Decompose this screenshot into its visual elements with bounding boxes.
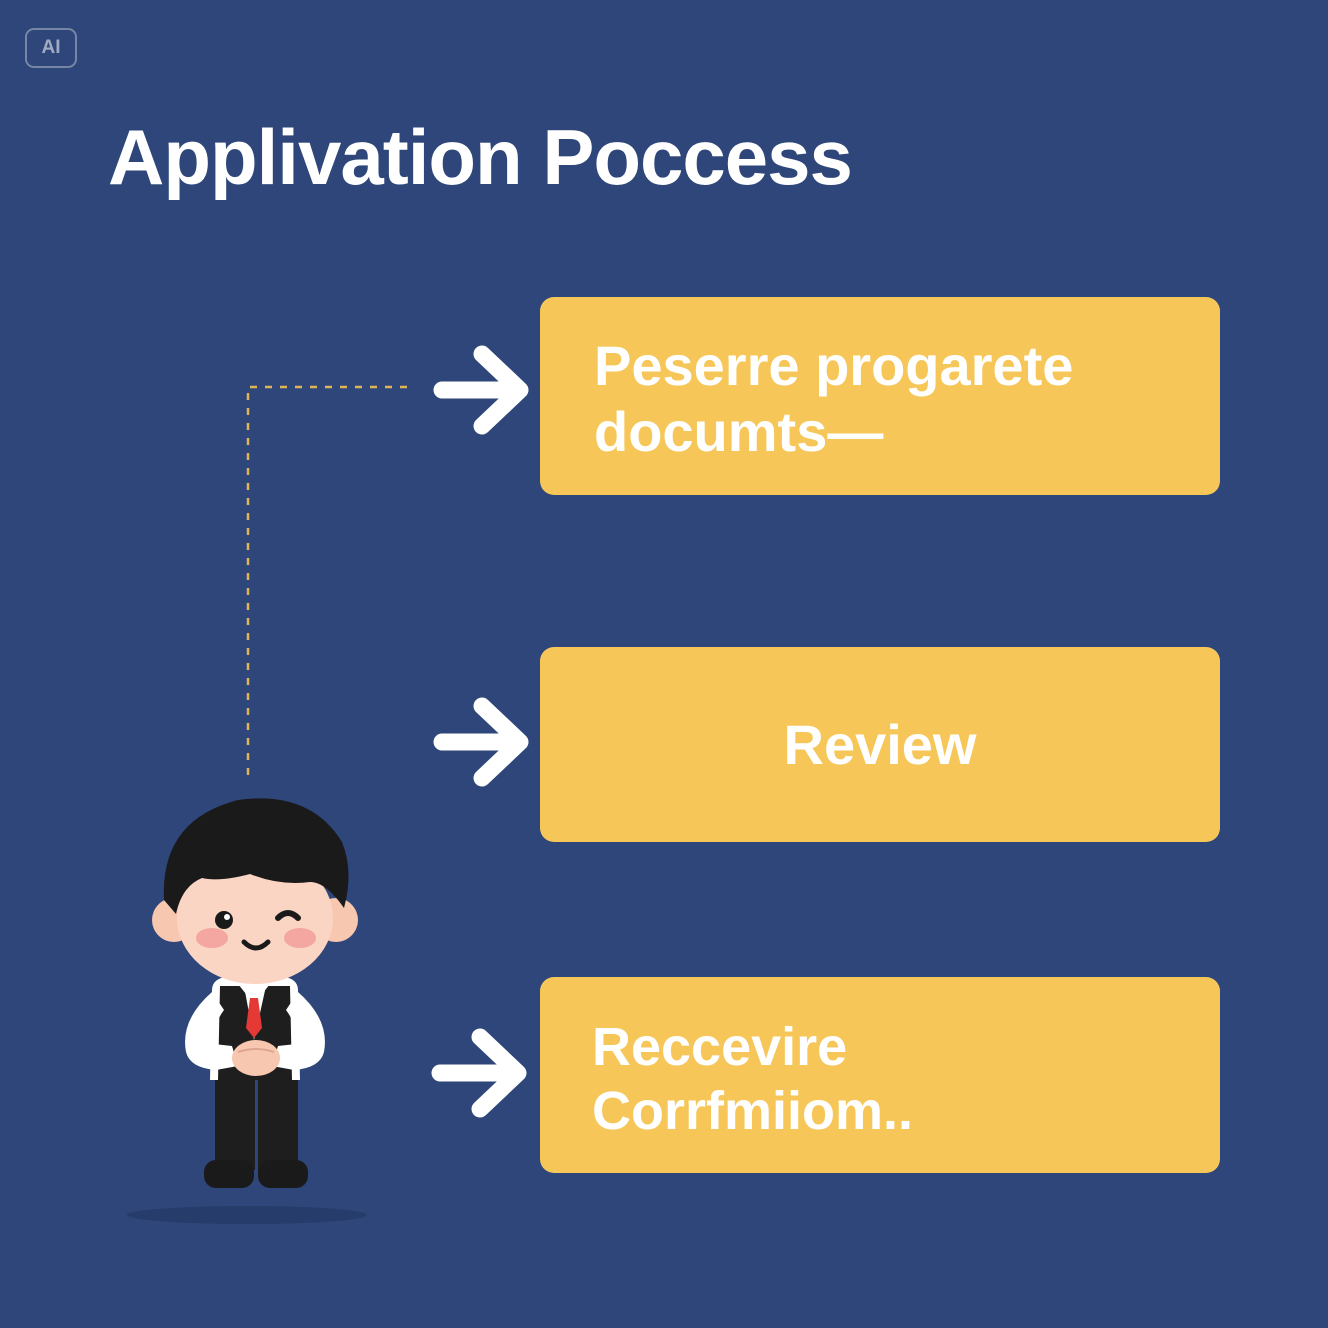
ai-badge: AI	[25, 28, 77, 68]
step-text: Peserre progarete	[594, 334, 1074, 397]
step-text: documts—	[594, 400, 884, 463]
diagram-title: Applivation Poccess	[108, 113, 853, 201]
step-text: Reccevire	[592, 1017, 848, 1077]
step-text: Corrfmiiom..	[592, 1081, 914, 1141]
arrow-right-icon	[433, 697, 529, 787]
step-box-review: Review	[540, 647, 1220, 842]
step-box-prepare-documents: Peserre progarete documts—	[540, 297, 1220, 495]
person-illustration	[127, 798, 367, 1224]
arrow-right-icon	[433, 345, 529, 435]
arrow-right-icon	[431, 1028, 527, 1118]
step-text: Review	[783, 713, 977, 776]
step-box-receive-confirmation: Reccevire Corrfmiiom..	[540, 977, 1220, 1173]
